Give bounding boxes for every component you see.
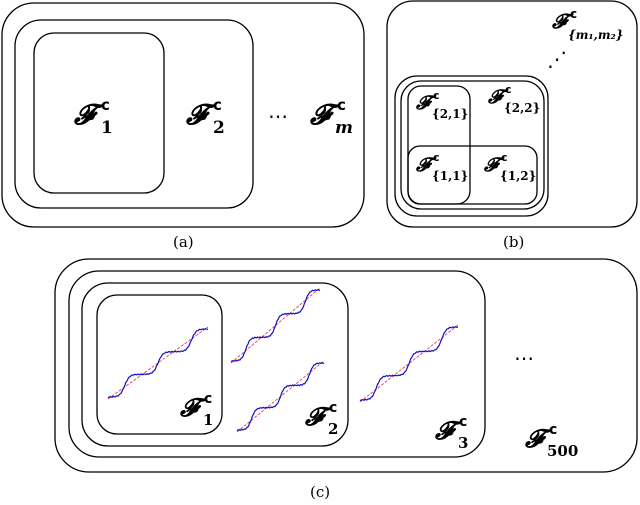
- label-sup: c: [459, 414, 467, 430]
- label-sub: {2,1}: [432, 107, 468, 121]
- label-sup: c: [337, 96, 346, 114]
- label-sub: m: [335, 118, 353, 138]
- label-sup: c: [505, 83, 512, 96]
- caption-b: (b): [503, 233, 524, 251]
- label-f22-b: 𝓕 c {2,2}: [487, 83, 540, 115]
- caption-c: (c): [310, 483, 330, 501]
- label-f12-b: 𝓕 c {1,2}: [483, 151, 536, 183]
- label-f500-c: 𝓕 c 500: [524, 422, 578, 460]
- label-sub: 500: [547, 442, 578, 460]
- staircase-curve: [359, 326, 459, 402]
- label-sup: c: [501, 151, 508, 164]
- staircase-curve: [107, 328, 209, 399]
- panel-c-ring-3: [68, 270, 486, 458]
- label-sup: c: [101, 96, 110, 114]
- label-sup: c: [433, 151, 440, 164]
- caption-a: (a): [173, 233, 194, 251]
- label-fm1m2-b: 𝓕 c {m₁,m₂}: [551, 7, 624, 42]
- label-sub: {2,2}: [504, 101, 540, 115]
- staircase-curve: [236, 362, 325, 432]
- label-sub: 1: [203, 411, 213, 429]
- label-f2-a: 𝓕 c 2: [185, 96, 225, 138]
- label-sub: 2: [328, 420, 338, 438]
- label-sub: {m₁,m₂}: [568, 28, 624, 42]
- panel-a: 𝓕 c 1 𝓕 c 2 ⋯ 𝓕 c m (a): [1, 2, 365, 251]
- ellipsis-a: ⋯: [268, 104, 288, 128]
- panel-a-middle-box: [14, 19, 254, 209]
- label-f21-b: 𝓕 c {2,1}: [415, 89, 468, 121]
- label-f1-c: 𝓕 c 1: [179, 391, 213, 429]
- label-sup: c: [213, 96, 222, 114]
- panel-b-ring-1: [394, 75, 549, 217]
- panel-b-outer-box: [386, 0, 638, 228]
- ellipsis-c: ⋯: [514, 346, 534, 370]
- label-sub: 1: [101, 118, 113, 138]
- ellipsis-b: ⋰: [547, 47, 567, 71]
- panel-c: 𝓕 c 1 𝓕 c 2 𝓕 c 3 ⋯ 𝓕 c 500 (c): [54, 258, 638, 501]
- label-f2-c: 𝓕 c 2: [304, 400, 338, 438]
- label-sup: c: [329, 400, 337, 416]
- staircase-curves: [107, 287, 459, 433]
- panel-c-outer-box: [54, 258, 638, 473]
- label-sub: {1,2}: [500, 169, 536, 183]
- panel-c-ring-2: [81, 282, 349, 447]
- label-f1-a: 𝓕 c 1: [73, 96, 113, 138]
- panel-a-outer-box: [1, 2, 365, 228]
- label-fm-a: 𝓕 c m: [309, 96, 353, 138]
- label-sup: c: [570, 7, 577, 21]
- label-sub: 2: [213, 118, 225, 138]
- label-sup: c: [549, 422, 557, 438]
- panel-a-inner-box: [33, 32, 165, 194]
- panel-b-ring-2: [400, 80, 545, 210]
- panel-c-ring-1: [96, 294, 223, 435]
- label-f3-c: 𝓕 c 3: [434, 414, 468, 452]
- label-sub: {1,1}: [432, 169, 468, 183]
- label-sup: c: [204, 391, 212, 407]
- staircase-curve: [230, 289, 321, 363]
- panel-b-row-box: [407, 145, 538, 205]
- label-sup: c: [433, 89, 440, 102]
- label-f11-b: 𝓕 c {1,1}: [415, 151, 468, 183]
- panel-b: 𝓕 c {m₁,m₂} ⋰ 𝓕 c {2,1} 𝓕 c {2,2} 𝓕 c {1…: [386, 0, 638, 251]
- label-sub: 3: [458, 434, 468, 452]
